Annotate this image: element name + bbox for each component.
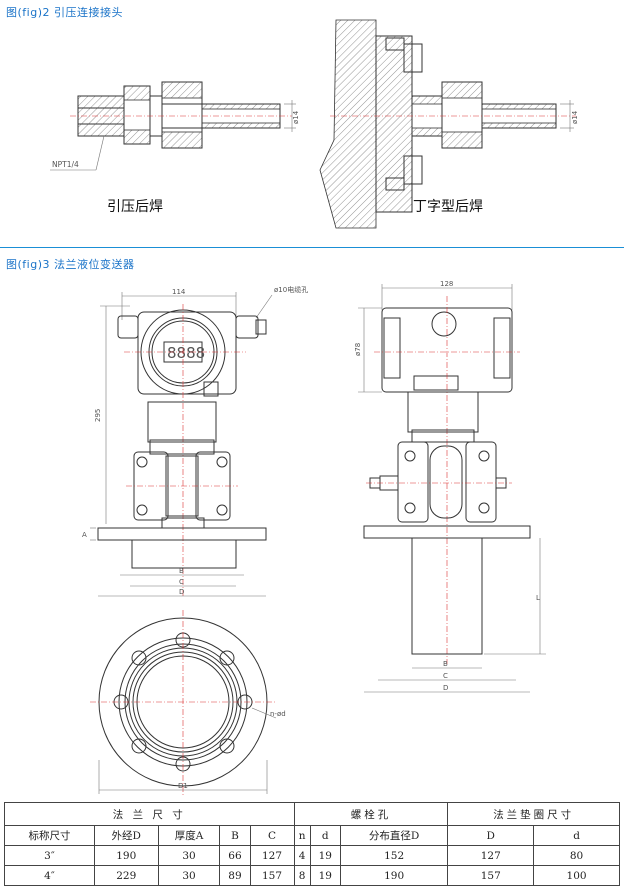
front-dim-d: D (179, 588, 184, 596)
side-dim-c: C (443, 672, 448, 680)
table-cell: 19 (309, 845, 341, 866)
fig3-title: 图(fig)3 法兰液位变送器 (6, 258, 135, 271)
table-cell: 229 (93, 865, 159, 886)
side-width-dim: 128 (440, 280, 453, 288)
fig2-right-connector: ø14 (319, 19, 579, 229)
table-cell: 190 (93, 845, 159, 866)
front-dim-b: B (179, 567, 184, 575)
bolt-holes-label: n-ød (270, 710, 286, 718)
group-bolt-holes: 螺栓孔 (293, 802, 449, 826)
table-cell: 3″ (4, 845, 95, 866)
d1-label: D1 (178, 782, 188, 790)
table-cell: 8 (293, 865, 311, 886)
col-header: B (219, 825, 251, 846)
table-cell: 4 (293, 845, 311, 866)
fig2-caption-left: 引压后焊 (107, 199, 163, 215)
table-cell: 190 (339, 865, 449, 886)
table-header-row: 标称尺寸 外经D 厚度A B C n d 分布直径D D d (4, 825, 620, 846)
table-row: 3″ 190 30 66 127 4 19 152 127 80 (4, 845, 620, 866)
flange-spec-table: 法 兰 尺 寸 螺栓孔 法兰垫圈尺寸 标称尺寸 外经D 厚度A B C n d … (4, 802, 620, 886)
fig2-title: 图(fig)2 引压连接接头 (6, 6, 123, 19)
col-header: d (533, 825, 620, 846)
fig3-front-view: 114 ø10电缆孔 295 8888 (82, 285, 308, 597)
fig2-left-connector: ø14 NPT1/4 (50, 81, 300, 171)
lcd-display: 8888 (167, 344, 205, 362)
col-header: 厚度A (157, 825, 221, 846)
side-dim-b: B (443, 660, 448, 668)
front-height-dim: 295 (94, 409, 102, 422)
fig2-caption-right: 丁字型后焊 (413, 199, 483, 215)
col-header: D (447, 825, 535, 846)
fig2-right-dim-label: ø14 (571, 110, 579, 124)
table-cell: 89 (219, 865, 251, 886)
group-flange-dims: 法 兰 尺 寸 (4, 802, 295, 826)
table-cell: 127 (249, 845, 295, 866)
col-header: 分布直径D (339, 825, 449, 846)
table-cell: 4″ (4, 865, 95, 886)
npt-label: NPT1/4 (52, 160, 79, 169)
fig3-bottom-view: n-ød D1 (90, 610, 286, 796)
fig3-side-view: 128 ø78 L B C (354, 280, 546, 693)
table-cell: 157 (447, 865, 535, 886)
col-header: C (249, 825, 295, 846)
fig2-left-dim-label: ø14 (292, 110, 300, 124)
group-gasket-dims: 法兰垫圈尺寸 (447, 802, 620, 826)
col-header: 标称尺寸 (4, 825, 95, 846)
front-width-dim: 114 (172, 288, 186, 296)
section-divider (0, 247, 624, 248)
table-cell: 100 (533, 865, 620, 886)
col-header: n (293, 825, 311, 846)
table-cell: 157 (249, 865, 295, 886)
table-cell: 66 (219, 845, 251, 866)
side-dim-l: L (536, 594, 540, 602)
col-header: d (309, 825, 341, 846)
table-cell: 127 (447, 845, 535, 866)
table-cell: 30 (157, 845, 221, 866)
table-row: 4″ 229 30 89 157 8 19 190 157 100 (4, 865, 620, 886)
table-cell: 30 (157, 865, 221, 886)
table-cell: 19 (309, 865, 341, 886)
table-cell: 80 (533, 845, 620, 866)
table-group-header-row: 法 兰 尺 寸 螺栓孔 法兰垫圈尺寸 (4, 802, 620, 826)
front-dim-c: C (179, 578, 184, 586)
front-dim-a: A (82, 531, 87, 539)
table-cell: 152 (339, 845, 449, 866)
cable-hole-label: ø10电缆孔 (274, 285, 308, 294)
col-header: 外经D (93, 825, 159, 846)
side-dim-d: D (443, 684, 448, 692)
side-dia-dim: ø78 (354, 343, 362, 356)
